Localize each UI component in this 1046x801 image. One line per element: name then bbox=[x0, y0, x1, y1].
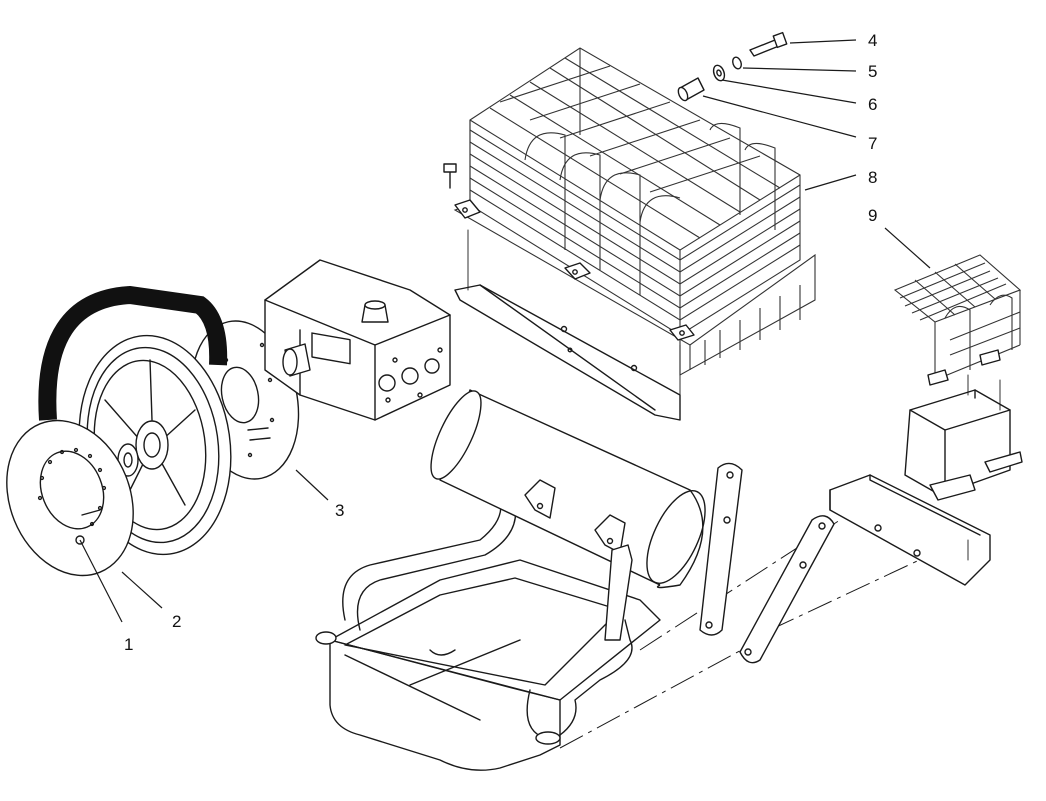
hardware-stack bbox=[677, 31, 788, 102]
callout-9: 9 bbox=[868, 206, 877, 225]
air-tank bbox=[430, 389, 706, 641]
callout-2: 2 bbox=[172, 612, 181, 631]
leader-lines bbox=[79, 39, 931, 623]
callout-labels: 1 2 3 4 5 6 7 8 9 bbox=[124, 31, 877, 654]
callout-7: 7 bbox=[868, 134, 877, 153]
callout-8: 8 bbox=[868, 168, 877, 187]
mounting-straps bbox=[699, 462, 835, 664]
small-wire-guard bbox=[893, 254, 1022, 386]
callout-6: 6 bbox=[868, 95, 877, 114]
drive-belt bbox=[38, 285, 228, 421]
pump-gearbox bbox=[264, 259, 451, 421]
callout-1: 1 bbox=[124, 635, 133, 654]
channel-bracket bbox=[829, 474, 991, 586]
wire-guard-cage bbox=[443, 47, 816, 421]
callout-4: 4 bbox=[868, 31, 877, 50]
callout-5: 5 bbox=[868, 62, 877, 81]
base-frame bbox=[315, 489, 931, 771]
electrical-box bbox=[904, 374, 1023, 501]
callout-3: 3 bbox=[335, 501, 344, 520]
